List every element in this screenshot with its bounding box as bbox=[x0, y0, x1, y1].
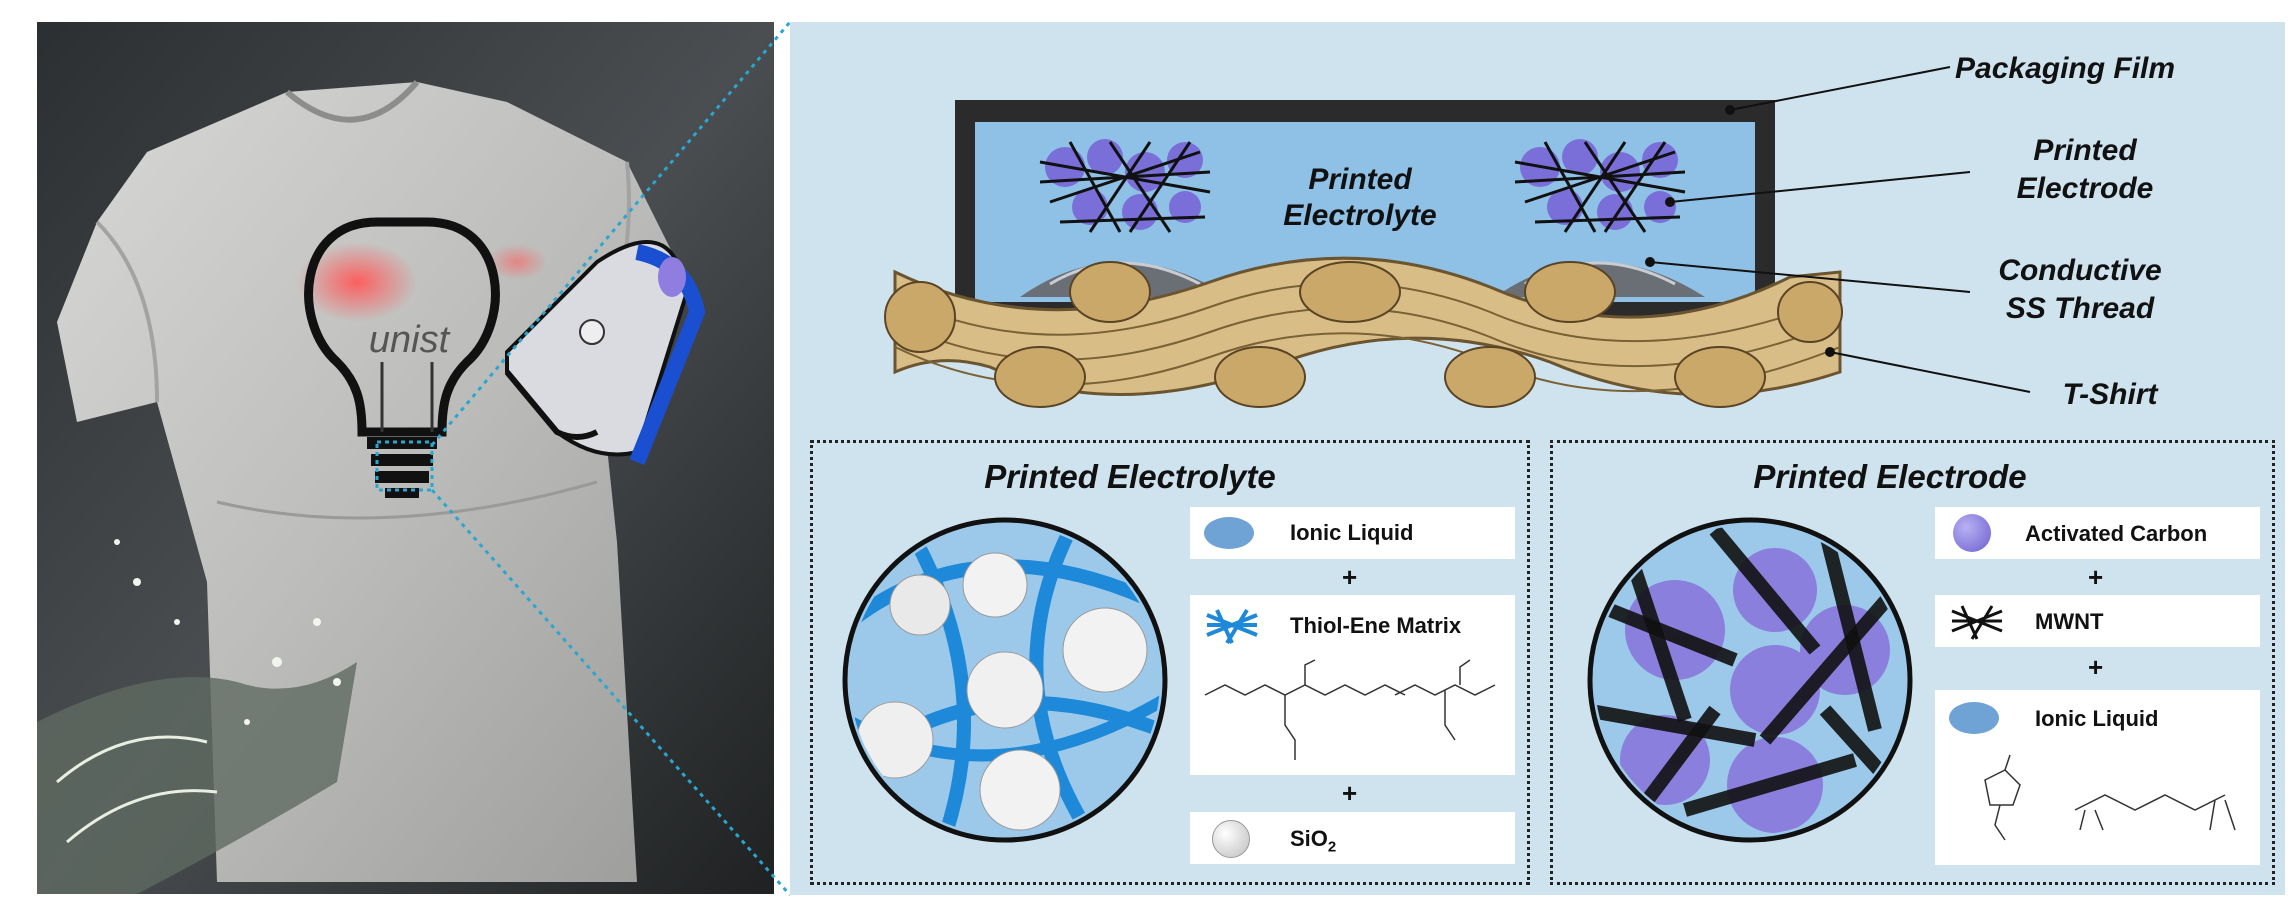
label-conductive-thread: Conductive SS Thread bbox=[1960, 252, 2200, 328]
electrode-zoom-circle bbox=[1587, 517, 1913, 843]
legend-activated-carbon-label: Activated Carbon bbox=[2025, 521, 2208, 546]
activated-carbon-icon bbox=[1953, 514, 1991, 552]
sio2-main: SiO bbox=[1290, 826, 1328, 851]
label-printed-electrode-line1: Printed bbox=[2033, 134, 2137, 167]
tshirt-photo: unist bbox=[37, 22, 774, 894]
legend-ionic-liquid-electrolyte: Ionic Liquid bbox=[1190, 507, 1515, 559]
plus-1: + bbox=[1342, 562, 1358, 592]
label-printed-electrolyte-line1: Printed bbox=[1308, 163, 1412, 196]
legend-sio2: SiO2 bbox=[1190, 812, 1515, 864]
legend-thiol-ene-label: Thiol-Ene Matrix bbox=[1290, 613, 1462, 638]
legend-mwnt-label: MWNT bbox=[2035, 609, 2104, 634]
ionic-liquid-icon bbox=[1204, 517, 1254, 549]
tshirt-weave bbox=[884, 256, 1843, 408]
label-conductive-line2: SS Thread bbox=[2005, 292, 2155, 325]
bulb-text: unist bbox=[369, 319, 451, 361]
thiol-ene-structure-icon bbox=[1204, 659, 1496, 760]
label-printed-electrolyte: Printed Electrolyte bbox=[1245, 162, 1475, 234]
plus-3: + bbox=[2088, 562, 2104, 592]
label-packaging-film: Packaging Film bbox=[1955, 52, 2176, 85]
legend-sio2-label: SiO2 bbox=[1290, 826, 1336, 855]
electrode-cluster-left bbox=[1039, 139, 1211, 233]
sio2-icon bbox=[1212, 820, 1250, 858]
legend-mwnt: MWNT bbox=[1935, 595, 2260, 647]
electrolyte-zoom-circle bbox=[842, 517, 1168, 843]
electrode-panel bbox=[1550, 440, 2275, 885]
thiol-ene-icon bbox=[1206, 608, 1258, 645]
label-printed-electrode: Printed Electrode bbox=[1985, 132, 2185, 208]
electrode-panel-title: Printed Electrode bbox=[1753, 458, 2027, 495]
mwnt-icon bbox=[1951, 605, 2003, 640]
legend-activated-carbon: Activated Carbon bbox=[1935, 507, 2260, 559]
electrolyte-panel-title: Printed Electrolyte bbox=[984, 458, 1276, 495]
sio2-subscript: 2 bbox=[1327, 838, 1337, 856]
iron-icon bbox=[504, 240, 706, 465]
plus-2: + bbox=[1342, 778, 1358, 808]
tshirt-photo-graphic: unist bbox=[37, 22, 774, 894]
label-tshirt: T-Shirt bbox=[2062, 378, 2158, 411]
label-printed-electrode-line2: Electrode bbox=[2016, 172, 2154, 205]
lightbulb-icon: unist bbox=[304, 217, 500, 498]
ionic-liquid-electrode-icon bbox=[1949, 702, 1999, 734]
legend-ionic-liquid-electrode-label: Ionic Liquid bbox=[2035, 706, 2159, 731]
ionic-liquid-structure-icon bbox=[1984, 754, 2236, 841]
legend-thiol-ene: Thiol-Ene Matrix bbox=[1190, 595, 1515, 775]
electrolyte-panel bbox=[810, 440, 1530, 885]
legend-ionic-liquid-electrode: Ionic Liquid bbox=[1935, 690, 2260, 865]
device-cross-section bbox=[884, 66, 2031, 408]
plus-4: + bbox=[2088, 652, 2104, 682]
label-conductive-line1: Conductive bbox=[1998, 254, 2162, 287]
legend-ionic-liquid-label: Ionic Liquid bbox=[1290, 520, 1414, 545]
label-printed-electrolyte-line2: Electrolyte bbox=[1283, 199, 1437, 232]
